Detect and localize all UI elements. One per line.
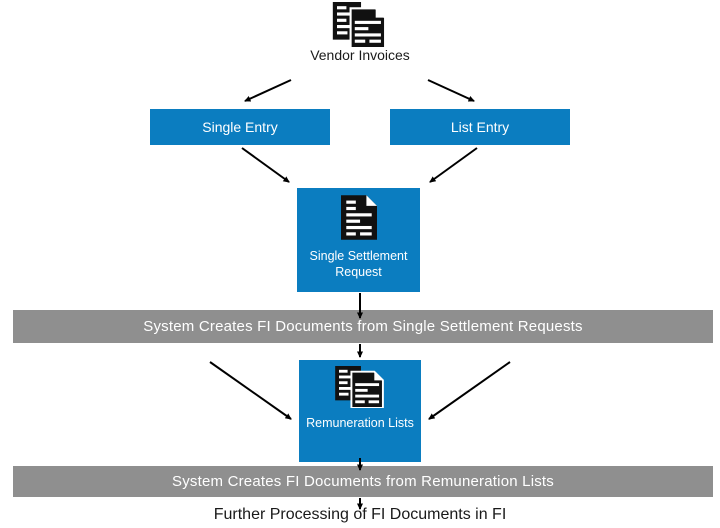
- banner-fi-from-settlement-requests-label: System Creates FI Documents from Single …: [143, 318, 583, 335]
- single-entry-node: Single Entry: [150, 109, 330, 145]
- list-entry-node: List Entry: [390, 109, 570, 145]
- banner-fi-from-remuneration-lists-label: System Creates FI Documents from Remuner…: [172, 473, 554, 490]
- single-entry-label: Single Entry: [202, 119, 278, 135]
- documents-stack-icon: [330, 2, 390, 48]
- further-processing-label: Further Processing of FI Documents in FI: [213, 506, 507, 523]
- banner-fi-from-settlement-requests: System Creates FI Documents from Single …: [13, 310, 713, 343]
- remuneration-lists-label: Remuneration Lists: [306, 416, 414, 430]
- document-icon: [340, 195, 377, 240]
- single-settlement-request-node: Single Settlement Request: [297, 188, 420, 292]
- vendor-invoices-label: Vendor Invoices: [310, 47, 410, 63]
- documents-stack-icon: [335, 366, 385, 408]
- remuneration-lists-node: Remuneration Lists: [299, 360, 421, 462]
- banner-fi-from-remuneration-lists: System Creates FI Documents from Remuner…: [13, 466, 713, 497]
- single-settlement-request-label: Single Settlement Request: [309, 249, 408, 280]
- list-entry-label: List Entry: [450, 119, 510, 135]
